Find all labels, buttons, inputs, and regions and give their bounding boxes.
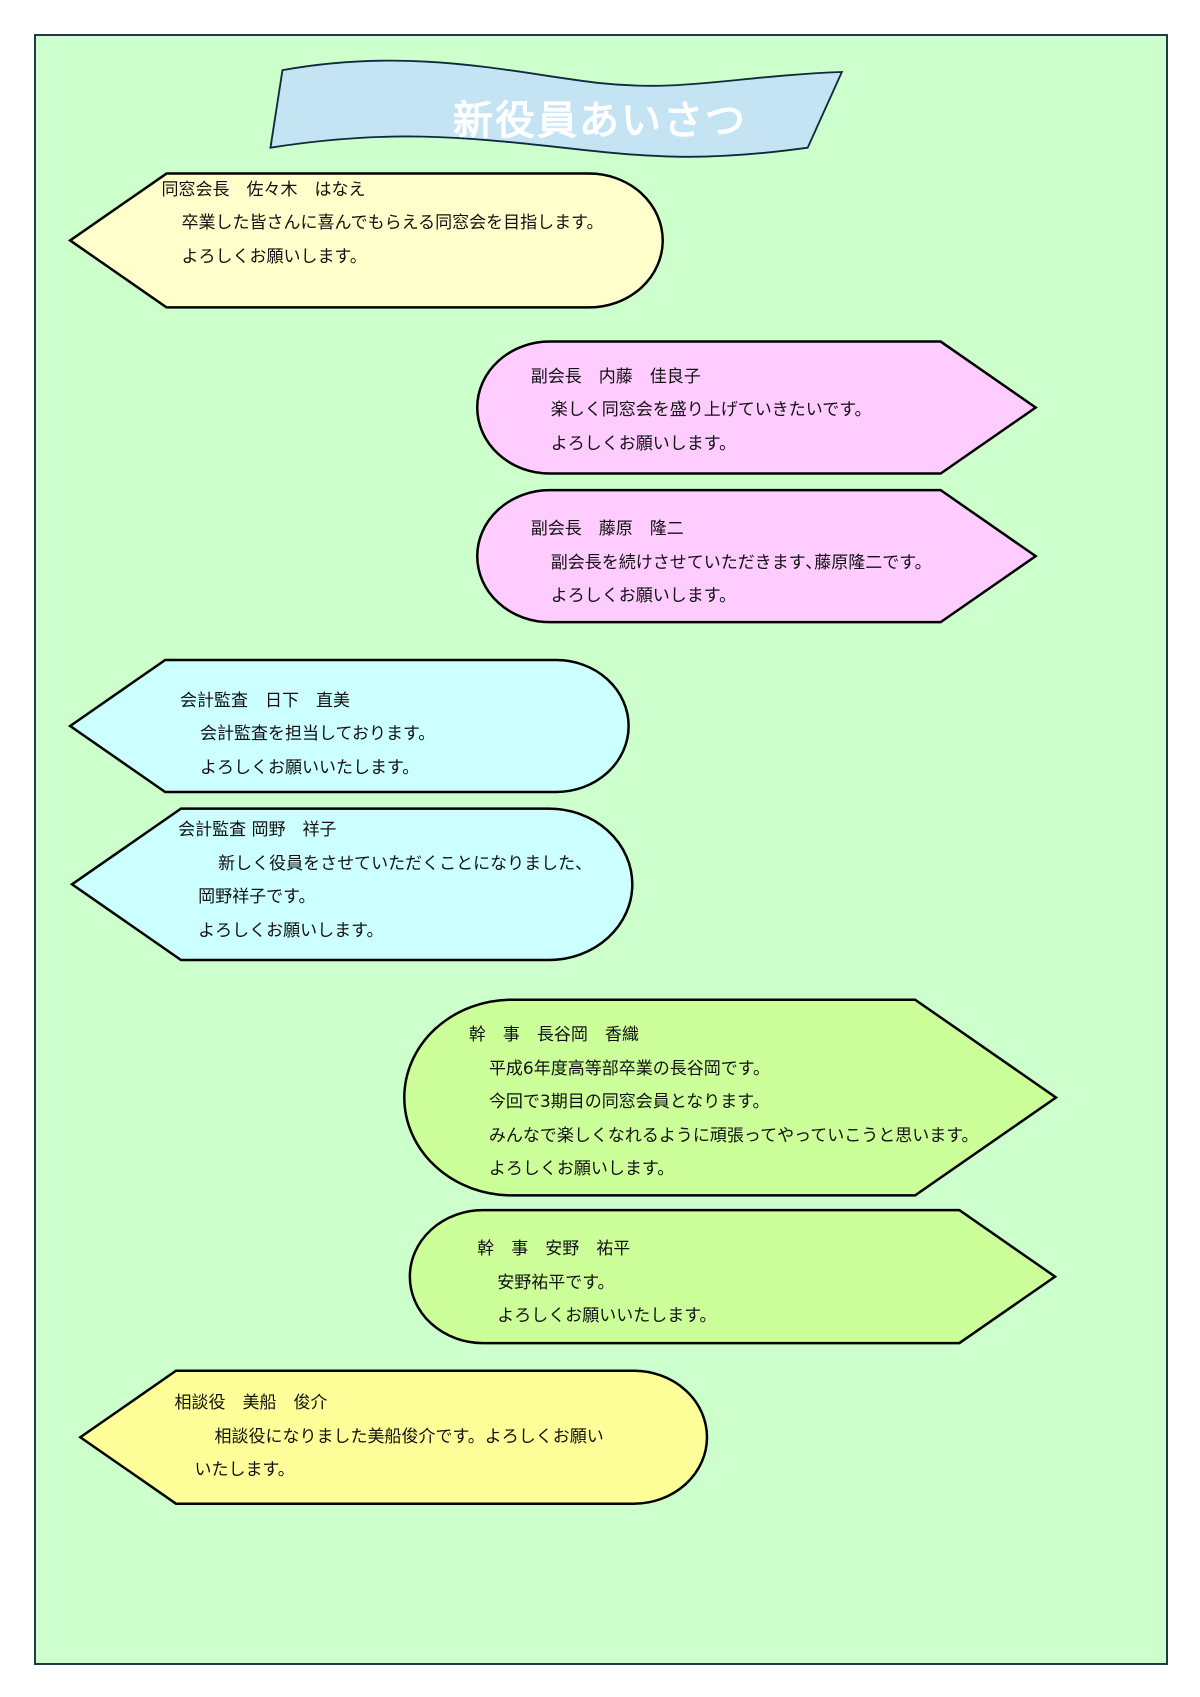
greeting-line: 楽しく同窓会を盛り上げていきたいです。 <box>550 400 872 421</box>
officer-name: 相談役 美船 俊介 <box>174 1393 328 1414</box>
officer-name: 副会長 藤原 隆二 <box>530 519 684 540</box>
greeting-line: 安野祐平です。 <box>497 1272 615 1293</box>
greeting-card: 会計監査 日下 直美 会計監査を担当しております。 よろしくお願いいたします。 <box>180 685 435 786</box>
officer-name: 同窓会長 佐々木 はなえ <box>161 179 366 200</box>
greeting-line: よろしくお願いします。 <box>550 586 737 607</box>
greeting-line: 平成6年度高等部卒業の長谷岡です。 <box>488 1058 771 1079</box>
title-banner <box>269 59 844 158</box>
greeting-bubble-shape <box>403 998 1059 1197</box>
greeting-line: 相談役になりました美船俊介です。よろしくお願い <box>214 1426 604 1447</box>
greeting-line: 会計監査を担当しております。 <box>200 724 436 745</box>
officer-name: 副会長 内藤 佳良子 <box>530 366 701 387</box>
greeting-bubble-shape <box>69 807 634 962</box>
officer-name: 幹 事 長谷岡 香織 <box>468 1025 639 1046</box>
greeting-line: 岡野祥子です。 <box>198 887 316 908</box>
greeting-bubble-shape <box>476 488 1038 624</box>
greeting-card: 幹 事 安野 祐平 安野祐平です。 よろしくお願いいたします。 <box>477 1233 716 1334</box>
greeting-line: よろしくお願いします。 <box>488 1159 675 1180</box>
greeting-bubble-shape <box>67 172 664 309</box>
greeting-bubble-shape <box>476 340 1038 475</box>
greeting-bubble-shape <box>67 658 630 794</box>
greeting-card: 会計監査 岡野 祥子 新しく役員をさせていただくことになりました、 岡野祥子です… <box>178 814 592 948</box>
officer-name: 会計監査 岡野 祥子 <box>178 820 337 841</box>
greeting-line: よろしくお願いいたします。 <box>497 1306 717 1327</box>
greeting-card: 副会長 藤原 隆二 副会長を続けさせていただきます､藤原隆二です。 よろしくお願… <box>531 513 932 614</box>
greeting-bubble-shape <box>408 1208 1058 1345</box>
page-title: 新役員あいさつ <box>453 98 747 144</box>
greeting-line: よろしくお願いいたします。 <box>200 757 420 778</box>
officer-name: 会計監査 日下 直美 <box>180 690 350 711</box>
greeting-card: 副会長 内藤 佳良子 楽しく同窓会を盛り上げていきたいです。 よろしくお願いしま… <box>531 361 872 462</box>
greeting-card: 同窓会長 佐々木 はなえ 卒業した皆さんに喜んでもらえる同窓会を目指します。 よ… <box>162 174 604 275</box>
greeting-card: 幹 事 長谷岡 香織 平成6年度高等部卒業の長谷岡です。 今回で3期目の同窓会員… <box>469 1019 979 1187</box>
greeting-line: 新しく役員をさせていただくことになりました、 <box>218 853 593 874</box>
greeting-line: いたします。 <box>194 1460 295 1481</box>
greeting-card: 相談役 美船 俊介 相談役になりました美船俊介です。よろしくお願い いたします。 <box>174 1387 603 1488</box>
greeting-bubble-shape <box>78 1369 708 1505</box>
greeting-line: よろしくお願いします。 <box>198 920 384 941</box>
greeting-line: 今回で3期目の同窓会員となります。 <box>488 1092 770 1113</box>
officer-name: 幹 事 安野 祐平 <box>477 1239 631 1260</box>
greeting-line: よろしくお願いします。 <box>181 246 367 267</box>
greeting-line: みんなで楽しくなれるように頑張ってやっていこうと思います。 <box>488 1125 979 1146</box>
greeting-line: 副会長を続けさせていただきます､藤原隆二です。 <box>550 552 932 573</box>
greeting-line: 卒業した皆さんに喜んでもらえる同窓会を目指します。 <box>181 213 604 234</box>
greeting-line: よろしくお願いします。 <box>550 433 737 454</box>
